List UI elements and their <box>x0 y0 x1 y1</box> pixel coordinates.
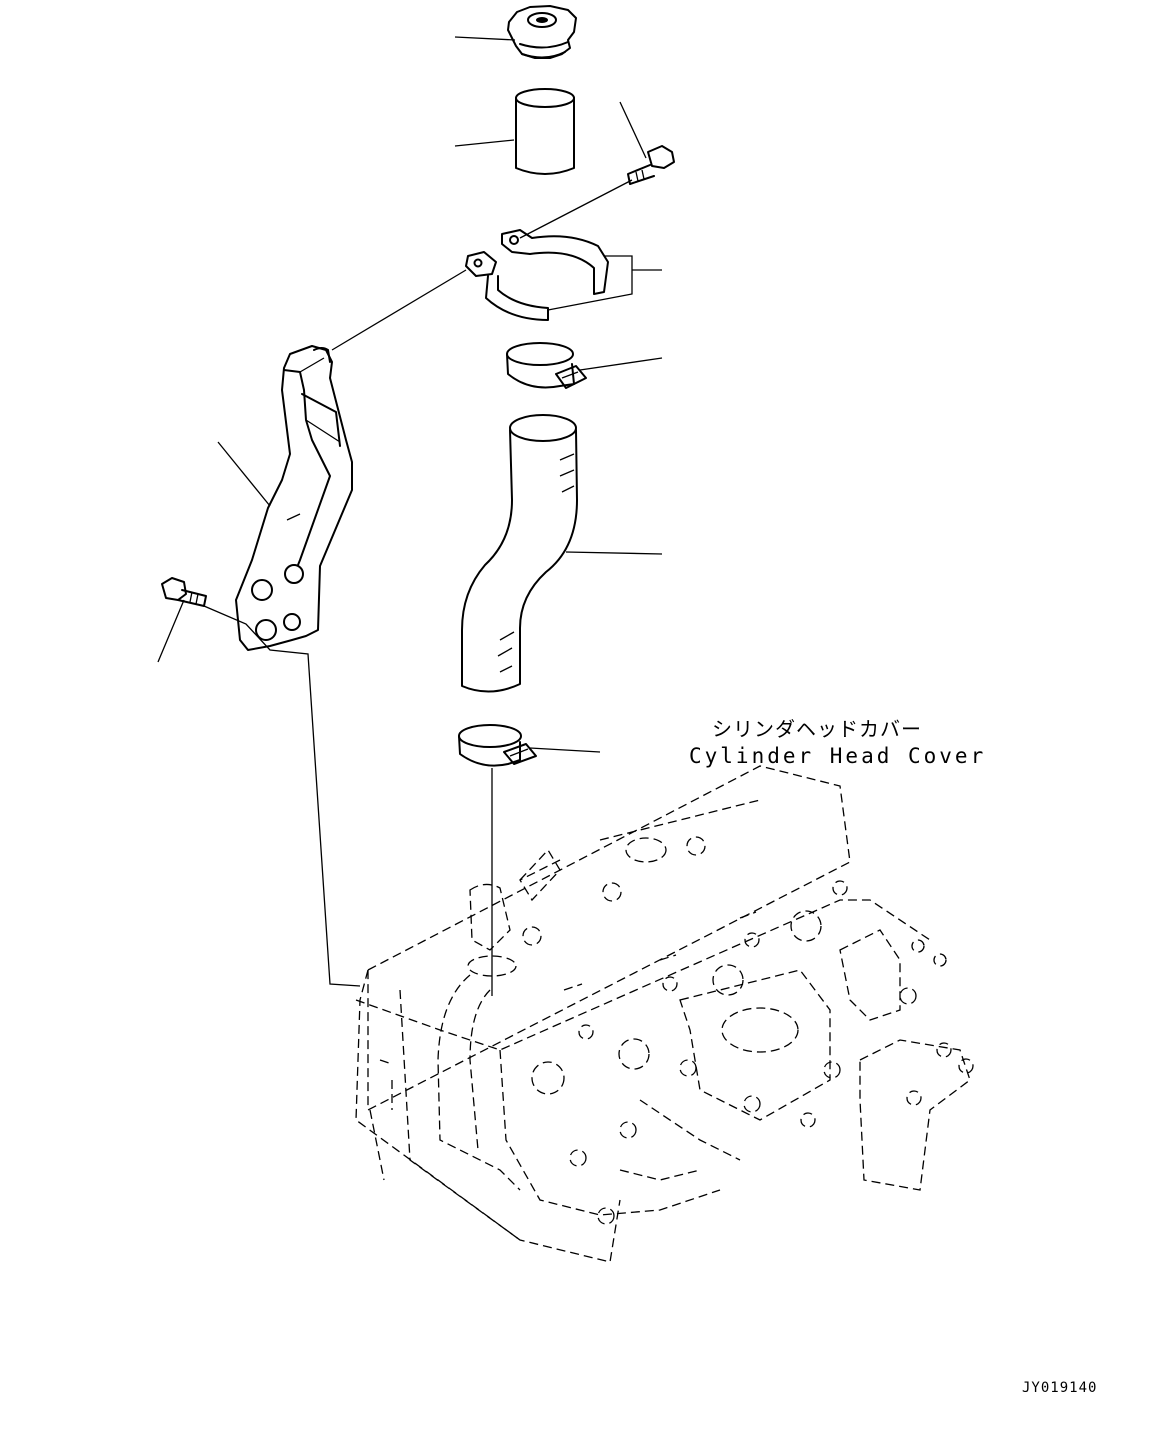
radiator-hose[interactable] <box>461 414 578 693</box>
leader-lines <box>157 36 663 996</box>
pipe-sleeve[interactable] <box>515 88 575 175</box>
component-label-jp: シリンダヘッドカバー <box>712 717 922 741</box>
filler-cap[interactable] <box>507 5 577 59</box>
support-bracket[interactable] <box>235 345 353 651</box>
clamp-bracket[interactable] <box>465 229 609 321</box>
bolt-upper[interactable] <box>627 145 675 185</box>
drawing-number: JY019140 <box>1022 1380 1097 1396</box>
hose-clamp-upper[interactable] <box>506 342 587 389</box>
component-label-en: Cylinder Head Cover <box>689 744 986 768</box>
bolt-left[interactable] <box>161 577 207 607</box>
hose-clamp-lower[interactable] <box>458 724 537 767</box>
cylinder-head-assembly <box>355 765 974 1263</box>
